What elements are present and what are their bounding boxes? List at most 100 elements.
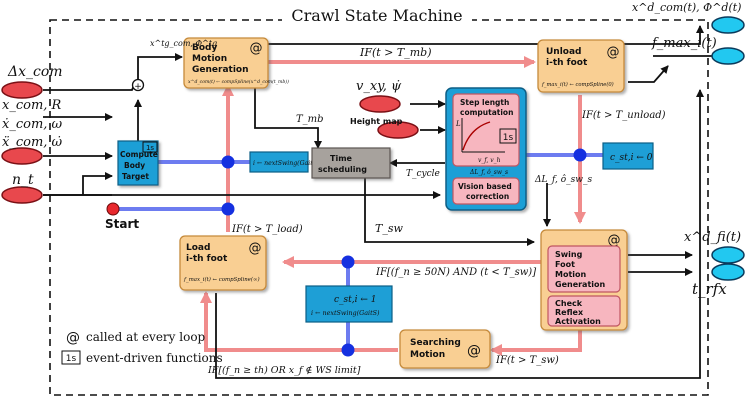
sync-dots: [221, 148, 587, 357]
state-body-motion[interactable]: Body Motion Generation x^d_com(t) ← comp…: [183, 37, 289, 89]
legend-event-text: event-driven functions: [86, 351, 223, 365]
svg-text:i-th foot: i-th foot: [546, 58, 588, 68]
svg-text:ΔL_f, ô_sw_s: ΔL_f, ô_sw_s: [469, 169, 508, 176]
svg-text:Reflex: Reflex: [555, 308, 584, 317]
svg-text:L: L: [455, 120, 461, 128]
svg-text:Check: Check: [555, 299, 583, 308]
state-searching[interactable]: Searching Motion @: [399, 329, 491, 369]
step-plot-curve: [462, 121, 491, 151]
input-oval-xddot: [1, 147, 43, 165]
svg-text:Searching: Searching: [410, 338, 461, 348]
loop-spiral-icon: @: [250, 41, 263, 56]
func-compute-body-target[interactable]: Compute Body Target 1s: [117, 140, 159, 186]
svg-text:correction: correction: [466, 192, 509, 201]
loop-spiral-icon: @: [66, 330, 80, 346]
label-height-map: Height map: [350, 117, 403, 126]
label-if-unload: IF(t > T_unload): [581, 110, 666, 121]
svg-text:1s: 1s: [66, 354, 77, 364]
label-x-com: x_com, R: [2, 98, 62, 113]
svg-text:Swing: Swing: [555, 250, 583, 259]
svg-text:f_max_i(t) ← compSpline(0): f_max_i(t) ← compSpline(0): [541, 81, 614, 88]
label-dx-com: Δx_com: [7, 64, 63, 80]
loop-spiral-icon: @: [249, 241, 262, 256]
func-step-length-group[interactable]: Step length computation L v_f, v_h 1s Vi…: [445, 87, 527, 211]
svg-text:Time: Time: [330, 154, 353, 163]
label-vxy: v_xy, ψ̇: [356, 79, 402, 94]
check-reflex-box: [547, 295, 621, 327]
loop-spiral-icon: @: [467, 343, 481, 359]
event-badge-icon: 1s: [146, 144, 154, 152]
svg-text:i ← nextSwing(GaitS): i ← nextSwing(GaitS): [253, 160, 320, 167]
svg-text:Load: Load: [186, 243, 210, 253]
step-length-box: [452, 93, 520, 167]
event-badge-icon: 1s: [503, 133, 514, 143]
inputs: Δx_com x_com, R ẋ_com, ω ẍ_com, ω̇ n_t v…: [1, 64, 419, 204]
label-if-fn: IF[(f_n ≥ 50N) AND (t < T_sw)]: [375, 267, 536, 278]
svg-text:x^d_com(t) ← compSpline(x^d_co: x^d_com(t) ← compSpline(x^d_com(t_mb)): [188, 78, 289, 85]
state-swing[interactable]: @ Swing Foot Motion Generation Check Ref…: [540, 229, 628, 331]
svg-text:Vision based: Vision based: [458, 182, 512, 191]
input-oval-vxy: [359, 95, 401, 113]
legend: @ called at every loop 1s event-driven f…: [61, 330, 223, 365]
swing-motion-box: [547, 245, 621, 293]
output-oval-xfi: [711, 246, 745, 264]
loop-spiral-icon: @: [608, 233, 621, 248]
label-delta-L: ΔL_f, ô_sw_s: [534, 174, 592, 185]
svg-text:Body: Body: [124, 161, 145, 170]
svg-text:Motion: Motion: [555, 270, 587, 279]
label-xfi-d: x^d_fi(t): [684, 230, 741, 245]
start-dot[interactable]: [106, 202, 120, 216]
start-label: Start: [105, 217, 139, 231]
svg-text:v_f, v_h: v_f, v_h: [478, 157, 501, 164]
input-oval-dx: [1, 81, 43, 99]
svg-text:computation: computation: [460, 108, 513, 117]
legend-loop-text: called at every loop: [86, 330, 206, 344]
label-xddot-com: ẍ_com, ω̇: [2, 135, 63, 150]
svg-text:Unload: Unload: [546, 47, 582, 57]
svg-text:Compute: Compute: [120, 150, 158, 159]
sum-junction: [131, 78, 145, 92]
label-if-mb: IF(t > T_mb): [359, 46, 432, 59]
svg-text:Body: Body: [192, 43, 217, 53]
label-if-load: IF(t > T_load): [231, 224, 303, 235]
title-bg: [282, 4, 472, 26]
svg-text:c_st,i ← 0: c_st,i ← 0: [610, 153, 653, 163]
output-oval-trfx: [711, 263, 745, 281]
label-xcom-d: x^d_com(t), Φ^d(t): [632, 1, 741, 14]
svg-text:Generation: Generation: [555, 280, 606, 289]
condition-labels: x^tg_com, Φ^tg IF(t > T_mb) IF(t > T_unl…: [150, 39, 666, 376]
label-nt: n_t: [12, 172, 34, 188]
svg-text:scheduling: scheduling: [318, 165, 367, 174]
svg-text:Target: Target: [122, 172, 149, 181]
state-unload[interactable]: Unload i-th foot f_max_i(t) ← compSpline…: [537, 39, 625, 93]
transition-searching-to-load: [200, 291, 398, 352]
svg-text:Motion: Motion: [192, 54, 227, 64]
label-if-sw-bottom: IF(t > T_sw): [495, 355, 559, 366]
svg-text:+: +: [134, 82, 142, 92]
label-xdot-com: ẋ_com, ω: [2, 117, 63, 132]
svg-text:Activation: Activation: [555, 317, 601, 326]
func-cst-one[interactable]: c_st,i ← 1 i ← nextSwing(GaitS): [305, 285, 393, 323]
transition-swing-to-searching: [490, 330, 582, 356]
func-time-scheduling[interactable]: Time scheduling: [311, 147, 391, 179]
svg-text:i-th foot: i-th foot: [186, 254, 228, 264]
svg-text:Generation: Generation: [192, 65, 249, 75]
svg-text:i ← nextSwing(GaitS): i ← nextSwing(GaitS): [311, 309, 380, 317]
svg-text:f_max_i(t) ← compSpline(∞): f_max_i(t) ← compSpline(∞): [183, 276, 260, 283]
label-T-sw: T_sw: [375, 222, 403, 235]
func-next-swing-1[interactable]: i ← nextSwing(GaitS): [249, 151, 320, 173]
output-oval-xcom: [711, 16, 745, 34]
outputs: x^d_com(t), Φ^d(t) f_max_i(t) x^d_fi(t) …: [632, 1, 745, 298]
state-load[interactable]: Load i-th foot f_max_i(t) ← compSpline(∞…: [179, 235, 267, 291]
vision-correction-box: [452, 177, 520, 205]
func-cst-zero[interactable]: c_st,i ← 0: [602, 142, 654, 170]
svg-text:Foot: Foot: [555, 260, 575, 269]
label-if-th: IF[(f_n ≥ th) OR x_f ∉ WS limit]: [207, 365, 361, 376]
input-oval-heightmap: [377, 121, 419, 139]
svg-text:c_st,i ← 1: c_st,i ← 1: [334, 295, 377, 305]
loop-spiral-icon: @: [607, 45, 620, 60]
label-x-tg: x^tg_com, Φ^tg: [150, 39, 217, 48]
event-badge-icon: [61, 350, 81, 365]
